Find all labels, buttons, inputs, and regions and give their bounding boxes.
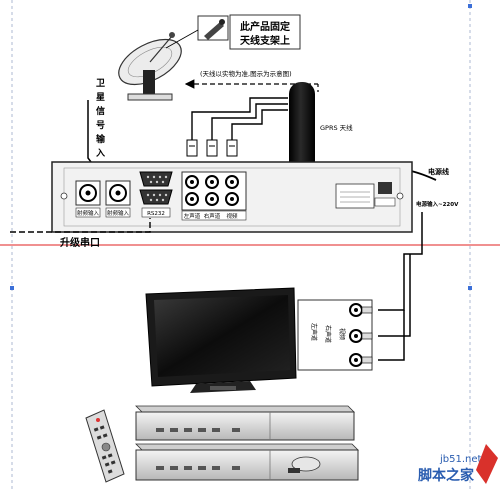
upgrade-port-label: 升级串口	[60, 236, 100, 249]
av-video-label: 视频	[226, 212, 238, 220]
satellite-input-char: 信	[96, 105, 105, 117]
av-cable-down	[378, 254, 411, 337]
av-left-label: 左声道	[184, 212, 201, 220]
satellite-input-char: 输	[96, 133, 106, 145]
satellite-input-char: 卫	[96, 78, 105, 89]
antenna-bracket-icon	[197, 15, 229, 41]
receiver-box-2	[135, 443, 359, 481]
lnb-port-2-label: 射频输入	[107, 209, 130, 217]
power-cord-label: 电源线	[428, 167, 449, 176]
bracket-note-box	[229, 14, 301, 50]
rs232-label: RS232	[147, 211, 165, 217]
tv-rca-jack-icon	[349, 303, 373, 367]
gprs-antenna-label: GPRS 天线	[320, 123, 353, 132]
av-cable-down	[378, 212, 423, 311]
remote-control-icon	[85, 409, 125, 483]
av-cable-top	[191, 97, 288, 150]
watermark-brand: 脚本之家	[418, 467, 475, 484]
panel-screw	[60, 192, 68, 200]
dish-note: (天线以实物为准,图示为示意图)	[200, 69, 292, 78]
power-socket	[378, 182, 392, 194]
rs232-port	[139, 171, 173, 205]
guide-marker	[468, 286, 472, 290]
rca-jack-icon	[185, 175, 239, 206]
tv-video-label: 视频	[338, 328, 346, 340]
satellite-input-char: 星	[96, 92, 105, 103]
tv-left-label: 左声道	[310, 323, 318, 341]
tv-right-label: 右声道	[324, 325, 332, 343]
av-cable-top	[231, 109, 288, 150]
av-cable-top	[211, 103, 288, 150]
watermark-logo-icon	[476, 444, 498, 484]
bracket-note-line2: 天线支架上	[240, 34, 290, 47]
av-cable-down	[378, 310, 405, 361]
power-input-label: 电源输入~220V	[416, 200, 459, 208]
guide-marker	[10, 286, 14, 290]
receiver-box-1	[135, 405, 355, 441]
satellite-input-char: 入	[95, 148, 105, 159]
bracket-note-line1: 此产品固定	[240, 20, 290, 33]
watermark-url: jb51.net	[439, 454, 482, 465]
watermark: jb51.net 脚本之家	[418, 444, 498, 484]
rating-label	[335, 183, 375, 209]
tv-screen	[154, 295, 290, 377]
guide-marker	[468, 4, 472, 8]
satellite-dish-icon	[118, 32, 182, 101]
bracket-pointer	[165, 29, 199, 49]
satellite-input-char: 号	[96, 120, 105, 131]
panel-screw	[396, 192, 404, 200]
lnb-port-1-label: 射频输入	[77, 209, 100, 217]
rca-plug-icon	[186, 139, 238, 157]
upgrade-cable	[10, 218, 151, 233]
av-right-label: 右声道	[204, 212, 221, 220]
